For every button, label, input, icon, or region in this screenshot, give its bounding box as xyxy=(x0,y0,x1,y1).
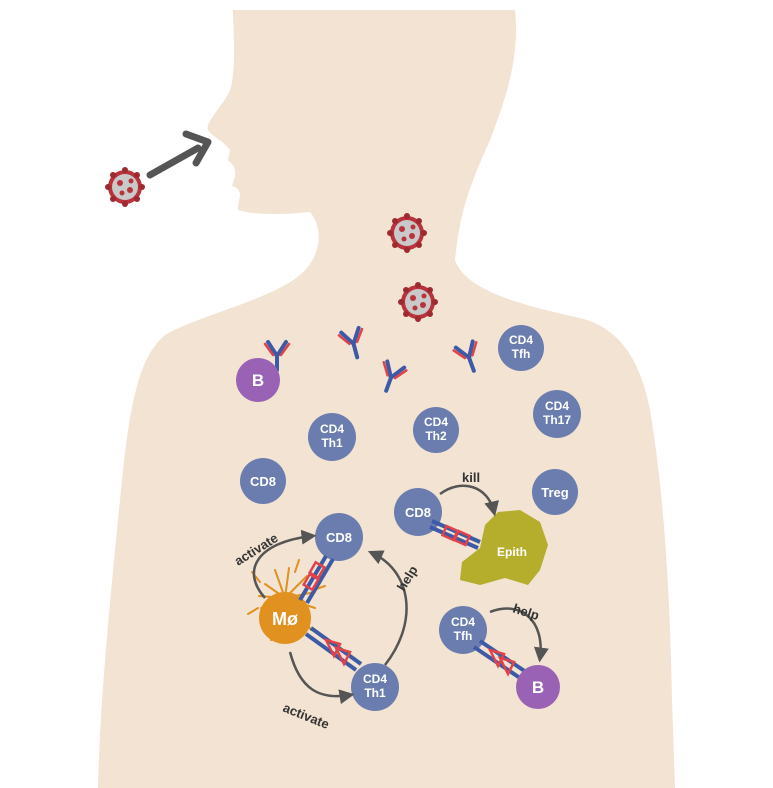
tcr-mhc-complex-tfh-b xyxy=(472,639,528,680)
b-cell-top: B xyxy=(236,358,280,402)
treg-cell: Treg xyxy=(532,469,578,515)
cd8-presented-label: CD8 xyxy=(326,530,352,545)
tcr-mhc-complex-cd4-th1 xyxy=(304,626,363,672)
epith-label: Epith xyxy=(497,545,527,559)
cd4-th2-line1: CD4 xyxy=(424,415,448,429)
cd4-th1-mid-cell: CD4 Th1 xyxy=(308,413,356,461)
cd4-th1-mid-line2: Th1 xyxy=(321,436,343,450)
cd4-th17-cell: CD4 Th17 xyxy=(533,390,581,438)
activate-top-arrow xyxy=(252,529,317,599)
virus-throat-icon xyxy=(387,213,427,253)
kill-arrow xyxy=(439,484,499,517)
cd4-tfh-top-cell: CD4 Tfh xyxy=(498,325,544,371)
cd4-th1-bottom-line2: Th1 xyxy=(364,686,386,700)
epithelial-cell xyxy=(460,510,548,585)
cd8-left-label: CD8 xyxy=(250,474,276,489)
help-right-arrow xyxy=(489,607,549,663)
cd8-killer-label: CD8 xyxy=(405,505,431,520)
cd4-th1-bottom-line1: CD4 xyxy=(363,672,387,686)
cd4-th1-bottom-cell: CD4 Th1 xyxy=(351,663,399,711)
kill-label: kill xyxy=(462,470,480,485)
cd8-killer-cell: CD8 xyxy=(394,488,442,536)
virus-outside-icon xyxy=(105,167,145,207)
treg-label: Treg xyxy=(541,485,569,500)
help-center-arrow xyxy=(367,550,408,666)
virus-chest-icon xyxy=(398,282,438,322)
cd8-left-cell: CD8 xyxy=(240,458,286,504)
b-cell-bottom: B xyxy=(516,665,560,709)
cd8-presented-cell: CD8 xyxy=(315,513,363,561)
activate-bottom-arrow xyxy=(288,651,355,705)
b-cell-top-label: B xyxy=(252,371,264,390)
tcr-mhc-complex-cd8 xyxy=(298,554,335,605)
macrophage-label: Mø xyxy=(272,609,298,629)
cd4-th17-line1: CD4 xyxy=(545,399,569,413)
body-silhouette xyxy=(98,10,675,788)
b-cell-bottom-label: B xyxy=(532,678,544,697)
cd4-tfh-bottom-cell: CD4 Tfh xyxy=(439,606,487,654)
cd4-tfh-top-line1: CD4 xyxy=(509,333,533,347)
cd4-tfh-top-line2: Tfh xyxy=(512,347,531,361)
cd4-tfh-bottom-line2: Tfh xyxy=(454,629,473,643)
cd4-th2-cell: CD4 Th2 xyxy=(413,407,459,453)
cd4-th1-mid-line1: CD4 xyxy=(320,422,344,436)
inhale-arrow-head xyxy=(182,130,212,167)
cd4-th17-line2: Th17 xyxy=(543,413,571,427)
tcr-mhc-complex-kill xyxy=(429,519,481,550)
cd4-th2-line2: Th2 xyxy=(425,429,447,443)
inhale-arrow xyxy=(146,144,202,179)
macrophage-cell: Mø xyxy=(247,559,326,644)
cd4-tfh-bottom-line1: CD4 xyxy=(451,615,475,629)
